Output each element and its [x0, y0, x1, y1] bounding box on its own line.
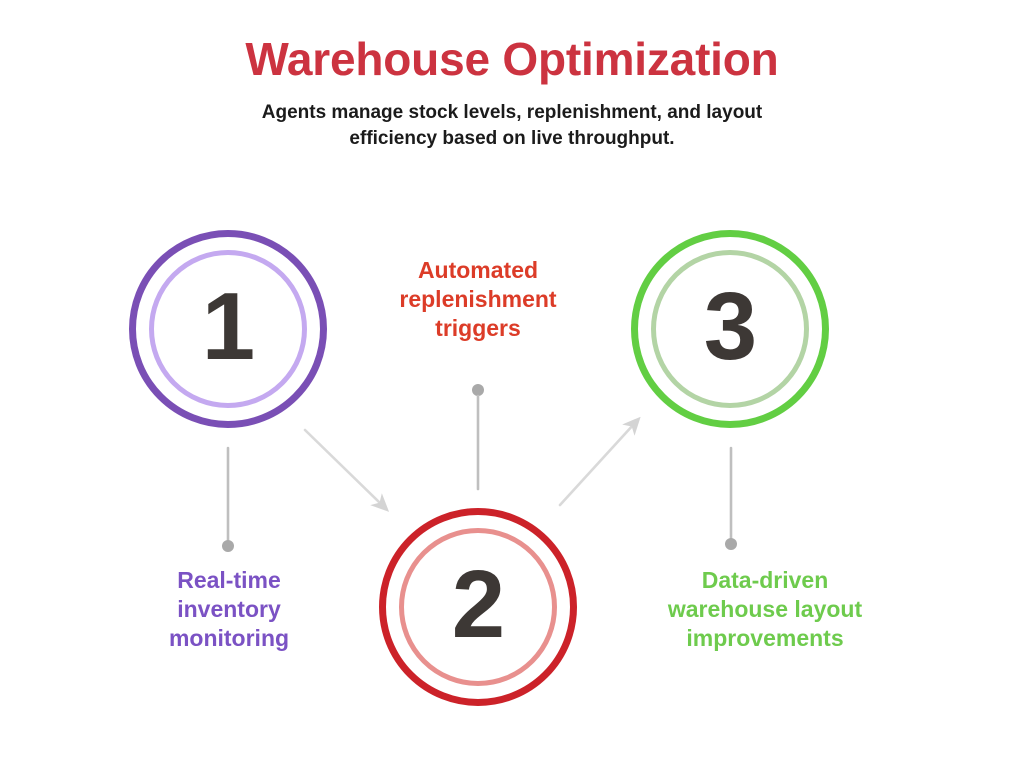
inner-ring-3	[651, 250, 809, 408]
leader-line-step-2	[472, 384, 484, 491]
header: Warehouse Optimization Agents manage sto…	[0, 33, 1024, 152]
step-label-1: Real-time inventory monitoring	[108, 566, 350, 653]
step-node-3[interactable]: 3	[631, 230, 829, 428]
page-title: Warehouse Optimization	[245, 33, 779, 85]
arrow-step1-to-step2	[303, 428, 390, 512]
step-label-2-line-2: replenishment	[399, 285, 557, 312]
leader-line-step-1	[222, 446, 234, 552]
step-label-1-line-3: monitoring	[168, 624, 290, 651]
step-label-3: Data-driven warehouse layout improvement…	[615, 566, 915, 653]
step-label-1-line-2: inventory	[177, 595, 281, 622]
step-label-3-line-1: Data-driven	[701, 567, 829, 593]
step-label-2: Automated replenishment triggers	[356, 256, 600, 343]
step-number-1: 1	[201, 273, 255, 380]
step-label-3-line-2: warehouse layout	[667, 595, 863, 622]
step-number-2: 2	[451, 551, 505, 658]
subtitle-line-1: Agents manage stock levels, replenishmen…	[261, 101, 763, 123]
leader-line-step-3	[725, 446, 737, 550]
inner-ring-1	[149, 250, 307, 408]
arrow-step2-to-step3	[558, 416, 641, 507]
step-label-1-line-1: Real-time	[177, 567, 281, 593]
step-node-2[interactable]: 2	[379, 508, 577, 706]
step-label-2-line-3: triggers	[435, 314, 521, 341]
step-node-1[interactable]: 1	[129, 230, 327, 428]
subtitle-line-2: efficiency based on live throughput.	[349, 127, 675, 149]
step-label-3-line-3: improvements	[686, 624, 844, 651]
step-number-3: 3	[703, 273, 757, 380]
step-label-2-line-1: Automated	[417, 257, 539, 283]
inner-ring-2	[399, 528, 557, 686]
page-subtitle: Agents manage stock levels, replenishmen…	[192, 100, 832, 152]
